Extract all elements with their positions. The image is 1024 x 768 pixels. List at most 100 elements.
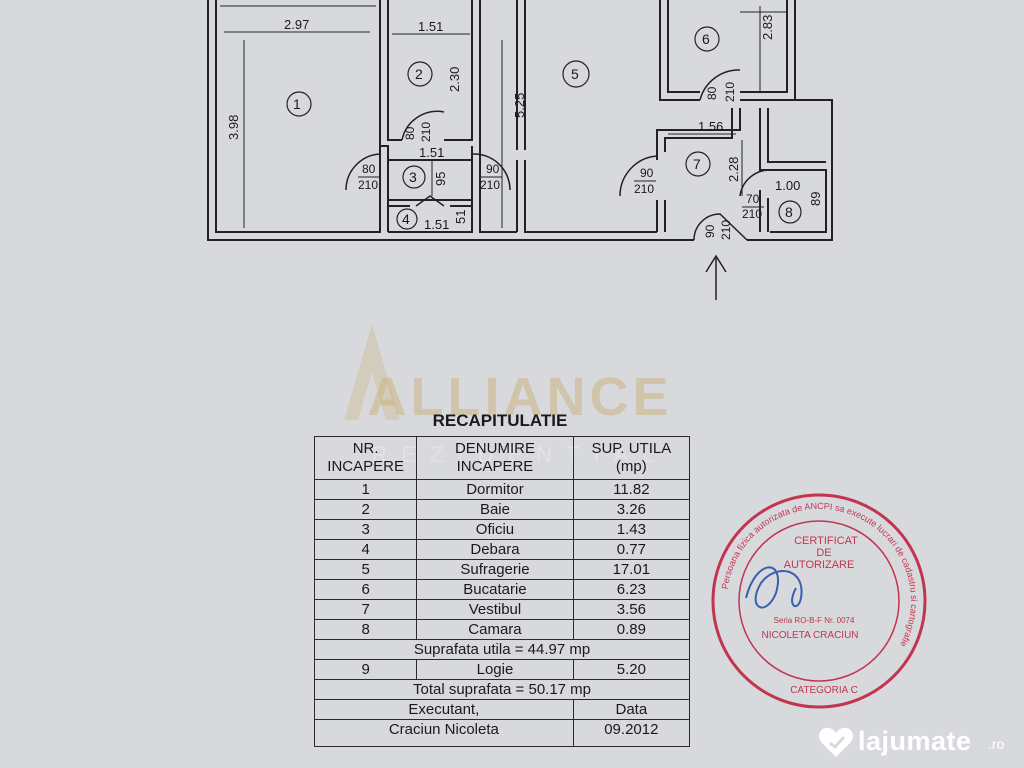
executant-label: Executant, [314,699,574,720]
dim-room2-width: 1.51 [418,19,443,34]
room-number-cell: 8 [313,619,418,640]
room-marker-8 [778,200,802,224]
entrance-arrow-icon [705,254,727,302]
summary-title: RECAPITULATIE [432,411,568,430]
stamp-line-2: DE [816,547,831,559]
room-marker-2 [407,61,433,87]
room-markers [286,26,802,230]
room-name-cell: Debara [416,539,574,560]
floor-plan-drawing: 1 2 3 4 5 6 7 8 2.97 1.51 3.98 2.30 5.25… [207,0,833,302]
stamp-series: Seria RO-B-F Nr. 0074 [774,616,855,625]
door-3-width: 90 [486,162,500,176]
room-area-cell: 3.56 [572,599,691,620]
dim-room3-width: 1.51 [419,145,444,160]
room-area-cell: 0.77 [572,539,691,560]
date-label: Data [572,699,691,720]
room-number-6: 6 [702,31,710,47]
site-tld: .ro [988,736,1005,752]
room-number-5: 5 [571,66,579,82]
room-area-cell: 3.26 [572,499,691,520]
stamp-outer-ring [711,493,927,709]
door-6-height: 210 [742,207,762,221]
room-number-4: 4 [402,211,410,227]
room-marker-1 [286,91,312,117]
dim-room6-height: 2.83 [760,15,775,40]
door-3-height: 210 [480,178,500,192]
room-name-cell: Bucatarie [416,579,574,600]
room-name-cell: Sufragerie [416,559,574,580]
dim-room7-width: 1.56 [698,119,723,134]
room-number-1: 1 [293,96,301,112]
room-area-cell: 1.43 [572,519,691,540]
useful-total-row: Suprafata utila = 44.97 mp [314,639,690,660]
room-area-cell: 11.82 [572,479,691,500]
room-number-cell: 1 [313,479,418,500]
door-4-width: 80 [705,86,719,100]
site-logo: lajumate .ro [812,720,1022,764]
heart-icon [819,727,853,757]
room-area-cell: 6.23 [572,579,691,600]
signature-label-row: Executant, Data [314,699,691,720]
room-number-cell: 7 [313,599,418,620]
room-marker-5 [562,60,590,88]
dim-room8-depth: 89 [808,192,823,206]
dim-room5-height: 5.25 [512,93,527,118]
summary-header-row: NR. INCAPERE DENUMIRE INCAPERE SUP. UTIL… [313,436,691,480]
dim-room2-height: 2.30 [447,67,462,92]
loggia-name: Logie [416,659,574,680]
table-row: 9 Logie 5.20 [313,659,691,680]
room-name-cell: Vestibul [416,599,574,620]
executant-name: Craciun Nicoleta [314,719,574,747]
door-6-width: 70 [746,192,760,206]
room-name-cell: Oficiu [416,519,574,540]
door-4-height: 210 [723,82,737,102]
door-2-width: 80 [403,126,417,140]
header-useful-area: SUP. UTILA (mp) [572,436,691,480]
door-7-height: 210 [719,220,733,240]
room-number-2: 2 [415,66,423,82]
floor-plan: 1 2 3 4 5 6 7 8 2.97 1.51 3.98 2.30 5.25… [0,0,1024,302]
stamp-holder-name: NICOLETA CRACIUN [761,630,858,641]
authorization-stamp: Persoana fizica autorizata de ANCPI sa e… [711,493,927,709]
door-5-width: 90 [640,166,654,180]
dim-room7-height: 2.28 [726,157,741,182]
room-marker-4 [396,208,418,230]
header-room-number: NR. INCAPERE [313,436,418,480]
door-7-width: 90 [703,224,717,238]
door-2-height: 210 [419,122,433,142]
room-name-cell: Baie [416,499,574,520]
dim-room8-width: 1.00 [775,178,800,193]
stamp-line-1: CERTIFICAT [794,535,858,547]
grand-total-row: Total suprafata = 50.17 mp [314,679,690,700]
room-name-cell: Camara [416,619,574,640]
room-number-cell: 4 [313,539,418,560]
room-number-cell: 6 [313,579,418,600]
loggia-area: 5.20 [572,659,691,680]
room-name-cell: Dormitor [416,479,574,500]
room-number-7: 7 [693,156,701,172]
room-area-cell: 17.01 [572,559,691,580]
dim-room4-depth: 51 [453,210,468,224]
dim-room3-depth: 95 [433,172,448,186]
header-room-name: DENUMIRE INCAPERE [416,436,574,480]
signature [745,566,803,609]
loggia-number: 9 [313,659,418,680]
room-marker-7 [685,151,711,177]
room-area-cell: 0.89 [572,619,691,640]
stamp-inner-ring [738,520,900,682]
grand-total: Total suprafata = 50.17 mp [314,679,690,700]
signature-value-row: Craciun Nicoleta 09.2012 [314,719,691,747]
useful-total: Suprafata utila = 44.97 mp [314,639,690,660]
door-1-height: 210 [358,178,378,192]
dim-room1-height: 3.98 [226,115,241,140]
